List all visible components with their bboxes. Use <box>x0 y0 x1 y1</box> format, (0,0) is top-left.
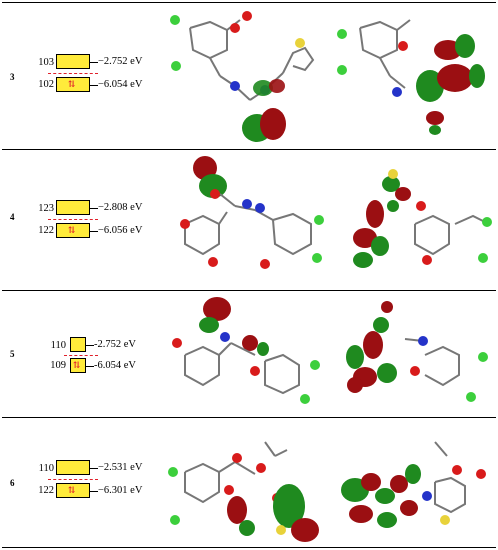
homo-energy: −6.054 eV <box>98 79 143 90</box>
energy-level-diagram: 103 −2.752 eV 102 ⇅ −6.054 eV <box>26 52 166 112</box>
homo-box <box>56 223 90 238</box>
lumo-index: 110 <box>38 463 54 474</box>
table-row: 4 123 −2.808 eV 122 ⇅ −6.056 eV <box>0 150 498 290</box>
molecule-lumo-homo-images <box>172 297 488 404</box>
table-bottom-rule <box>2 547 496 548</box>
gap-dash <box>48 219 98 220</box>
gap-dash <box>64 355 98 356</box>
row-divider <box>2 417 496 418</box>
molecule-lumo-homo-images <box>168 441 486 542</box>
table-row: 3 103 −2.752 eV 102 ⇅ −6.054 eV <box>0 2 498 149</box>
homo-index: 122 <box>38 225 54 236</box>
homo-energy: −6.301 eV <box>98 485 143 496</box>
gap-dash <box>48 73 98 74</box>
lumo-energy: -2.752 eV <box>94 339 136 350</box>
molecule-lumo-homo-images <box>180 156 492 269</box>
compound-label: 6 <box>10 478 15 488</box>
table-row: 5 110 -2.752 eV 109 ⇅ -6.054 eV <box>0 291 498 417</box>
gap-dash <box>48 479 98 480</box>
table-row: 6 110 −2.531 eV 122 ⇅ −6.301 eV <box>0 418 498 547</box>
up-down-arrows-icon: ⇅ <box>68 485 76 495</box>
lumo-energy: −2.808 eV <box>98 202 143 213</box>
molecule-lumo-homo-images <box>170 11 485 142</box>
compound-label: 4 <box>10 212 15 222</box>
lumo-molecule <box>189 19 315 101</box>
homo-index: 109 <box>50 360 66 371</box>
homo-index: 122 <box>38 485 54 496</box>
energy-level-diagram: 110 -2.752 eV 109 ⇅ -6.054 eV <box>26 335 166 395</box>
homo-box <box>56 77 90 92</box>
energy-level-diagram: 110 −2.531 eV 122 ⇅ −6.301 eV <box>26 458 166 518</box>
up-down-arrows-icon: ⇅ <box>73 360 81 370</box>
row-divider <box>2 149 496 150</box>
homo-energy: -6.054 eV <box>94 360 136 371</box>
table-top-rule <box>2 2 496 3</box>
up-down-arrows-icon: ⇅ <box>68 79 76 89</box>
lumo-energy: −2.531 eV <box>98 462 143 473</box>
homo-energy: −6.056 eV <box>98 225 143 236</box>
lumo-index: 123 <box>38 203 54 214</box>
lumo-energy: −2.752 eV <box>98 56 143 67</box>
row-divider <box>2 290 496 291</box>
lumo-index: 103 <box>38 57 54 68</box>
homo-box <box>70 358 86 373</box>
lumo-box <box>56 200 90 215</box>
energy-level-diagram: 123 −2.808 eV 122 ⇅ −6.056 eV <box>26 198 166 258</box>
lumo-index: 110 <box>50 340 66 351</box>
lumo-box <box>70 337 86 352</box>
lumo-box <box>56 54 90 69</box>
homo-index: 102 <box>38 79 54 90</box>
up-down-arrows-icon: ⇅ <box>68 225 76 235</box>
compound-label: 3 <box>10 72 15 82</box>
compound-label: 5 <box>10 349 15 359</box>
homo-box <box>56 483 90 498</box>
lumo-box <box>56 460 90 475</box>
